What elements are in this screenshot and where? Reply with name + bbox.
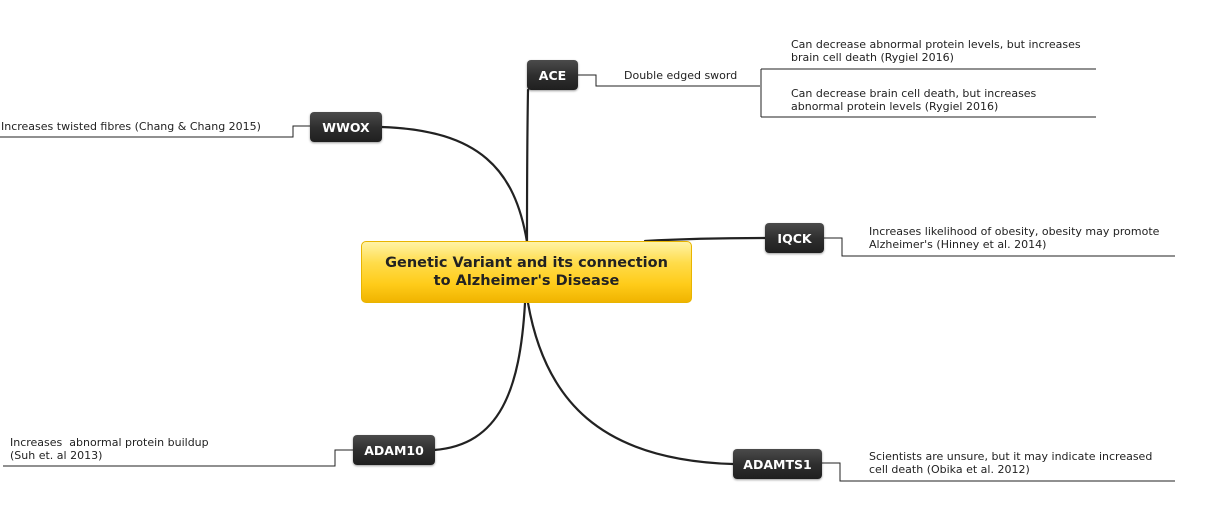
link-ace-note <box>578 74 760 87</box>
link-center-ace <box>525 88 530 244</box>
link-center-wwox <box>379 125 529 244</box>
note-adam10-line2: (Suh et. al 2013) <box>10 449 103 462</box>
note-adamts1-line1: Scientists are unsure, but it may indica… <box>869 450 1153 463</box>
node-ace[interactable]: ACE <box>527 60 578 90</box>
node-adam10-label: ADAM10 <box>364 442 424 458</box>
central-topic[interactable]: Genetic Variant and its connection to Al… <box>361 241 692 303</box>
node-ace-label: ACE <box>538 67 567 83</box>
link-adamts1-note <box>822 462 1175 482</box>
note-adam10-line1: Increases abnormal protein buildup <box>10 436 209 449</box>
note-iqck-line1: Increases likelihood of obesity, obesity… <box>869 225 1160 238</box>
note-wwox-text: Increases twisted fibres (Chang & Chang … <box>1 120 261 133</box>
node-iqck-label: IQCK <box>777 230 812 246</box>
note-ace-sub2-line2: abnormal protein levels (Rygiel 2016) <box>791 100 999 113</box>
note-ace-sub2: Can decrease brain cell death, but incre… <box>791 87 1036 113</box>
note-ace-text: Double edged sword <box>624 69 738 82</box>
link-iqck-note <box>824 237 1175 257</box>
link-adam10-note <box>3 449 353 467</box>
link-center-adamts1 <box>526 301 735 466</box>
note-adam10: Increases abnormal protein buildup (Suh … <box>10 436 209 462</box>
note-ace-sub1: Can decrease abnormal protein levels, bu… <box>791 38 1081 64</box>
link-wwox-note <box>0 125 311 138</box>
note-ace-sub2-line1: Can decrease brain cell death, but incre… <box>791 87 1037 100</box>
node-adam10[interactable]: ADAM10 <box>353 435 435 465</box>
central-topic-line1: Genetic Variant and its connection <box>385 255 668 271</box>
node-adamts1[interactable]: ADAMTS1 <box>733 449 822 479</box>
link-center-adam10 <box>432 301 527 452</box>
node-iqck[interactable]: IQCK <box>765 223 824 253</box>
note-adamts1: Scientists are unsure, but it may indica… <box>869 450 1152 476</box>
note-ace-sub1-line2: brain cell death (Rygiel 2016) <box>791 51 954 64</box>
note-wwox: Increases twisted fibres (Chang & Chang … <box>1 120 261 133</box>
note-iqck: Increases likelihood of obesity, obesity… <box>869 225 1159 251</box>
note-ace: Double edged sword <box>624 69 737 82</box>
note-iqck-line2: Alzheimer's (Hinney et al. 2014) <box>869 238 1047 251</box>
note-adamts1-line2: cell death (Obika et al. 2012) <box>869 463 1030 476</box>
link-center-iqck <box>643 236 767 243</box>
note-ace-sub1-line1: Can decrease abnormal protein levels, bu… <box>791 38 1081 51</box>
node-adamts1-label: ADAMTS1 <box>743 456 812 472</box>
central-topic-line2: to Alzheimer's Disease <box>433 273 620 289</box>
node-wwox-label: WWOX <box>322 119 370 135</box>
node-wwox[interactable]: WWOX <box>310 112 382 142</box>
